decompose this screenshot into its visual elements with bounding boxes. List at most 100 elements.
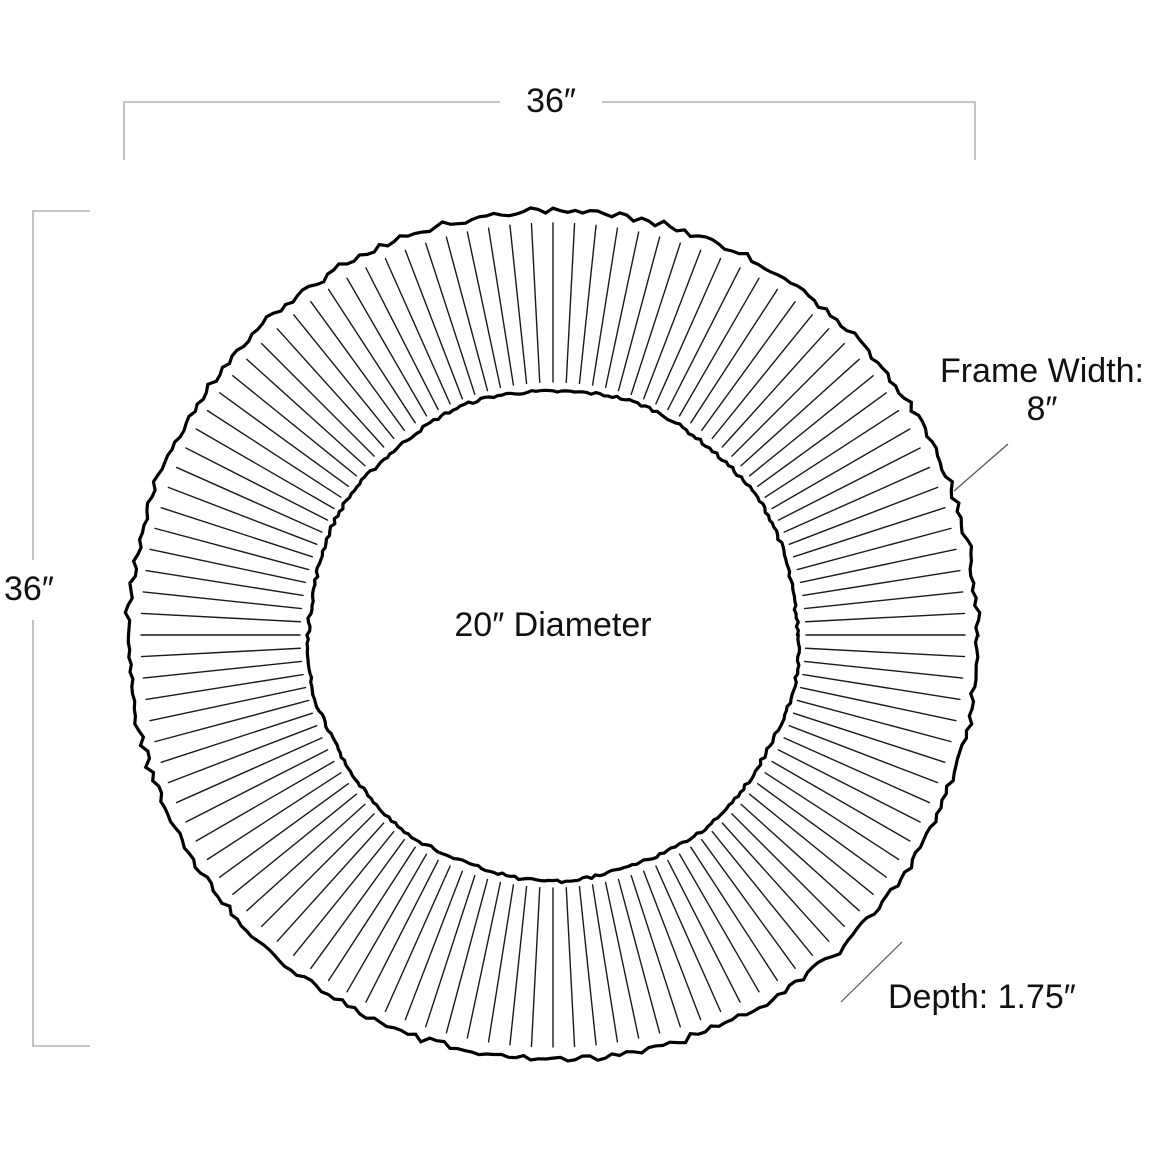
pleat-line — [721, 822, 830, 942]
pleat-line — [711, 314, 813, 440]
depth-leader-line — [840, 941, 903, 1003]
pleat-line — [771, 428, 911, 510]
pleat-line — [365, 859, 439, 1003]
frame-width-title: Frame Width: — [939, 352, 1145, 390]
pleat-line — [764, 772, 900, 861]
pleat-line — [445, 878, 489, 1034]
frame-outer-edge — [123, 206, 982, 1063]
pleat-line — [617, 878, 661, 1034]
pleat-line — [384, 257, 451, 405]
pleat-line — [771, 760, 911, 842]
pleat-line — [154, 527, 310, 571]
pleat-line — [803, 591, 964, 610]
pleat-line — [530, 222, 541, 384]
pleat-line — [701, 300, 796, 432]
pleat-line — [487, 884, 515, 1043]
pleat-line — [246, 358, 366, 467]
width-dimension-label: 36″ — [526, 82, 576, 120]
height-dimension-line-bottom — [32, 620, 90, 1047]
pleat-line — [748, 793, 874, 895]
pleat-line — [327, 288, 416, 424]
pleat-line — [466, 881, 502, 1039]
pleat-line — [565, 222, 576, 384]
pleat-line — [509, 224, 528, 385]
pleat-line — [604, 231, 640, 389]
frame-width-leader-line — [953, 443, 1009, 492]
pleat-line — [160, 712, 314, 764]
pleat-line — [565, 886, 576, 1048]
pleat-line — [799, 548, 957, 584]
pleat-line — [149, 686, 307, 722]
pleat-line — [731, 813, 846, 928]
pleat-line — [764, 409, 900, 498]
pleat-line — [630, 242, 682, 396]
pleat-line — [310, 838, 405, 970]
pleat-line — [424, 874, 476, 1028]
pleat-line — [487, 227, 515, 386]
pleat-line — [293, 830, 395, 956]
pleat-line — [578, 885, 597, 1046]
pleat-line — [788, 486, 939, 546]
pleat-line — [346, 277, 428, 417]
pleat-line — [185, 447, 329, 521]
pleat-line — [276, 328, 385, 448]
pleat-line — [154, 699, 310, 743]
pleat-line — [185, 749, 329, 823]
pleat-line — [260, 813, 375, 928]
pleat-line — [667, 267, 741, 411]
height-dimension-line-top — [32, 210, 90, 560]
frame-pleat-lines — [140, 222, 966, 1048]
dimension-lines — [32, 101, 976, 1047]
pleat-line — [145, 569, 304, 597]
pleat-line — [260, 342, 375, 457]
pleat-line — [218, 783, 350, 878]
pleat-line — [142, 660, 303, 679]
mirror-diameter-label: 20″ Diameter — [454, 606, 652, 644]
pleat-line — [509, 885, 528, 1046]
pleat-line — [404, 249, 464, 400]
pleat-line — [796, 527, 952, 571]
pleat-line — [578, 224, 597, 385]
pleat-line — [690, 288, 779, 424]
pleat-line — [293, 314, 395, 440]
frame-width-value: 8″ — [1026, 390, 1058, 429]
pleat-line — [777, 447, 921, 521]
pleat-line — [642, 249, 702, 400]
width-dimension-line-left — [123, 101, 500, 160]
pleat-line — [384, 865, 451, 1013]
pleat-line — [327, 846, 416, 982]
pleat-line — [195, 428, 335, 510]
pleat-line — [140, 612, 302, 623]
pleat-line — [748, 375, 874, 477]
pleat-line — [466, 231, 502, 389]
depth-annotation: Depth: 1.75″ — [888, 978, 1076, 1016]
pleat-line — [721, 328, 830, 448]
pleat-line — [149, 548, 307, 584]
pleat-line — [711, 830, 813, 956]
pleat-line — [740, 358, 860, 467]
pleat-line — [690, 846, 779, 982]
pleat-line — [617, 236, 661, 392]
leader-lines — [840, 443, 1009, 1003]
pleat-line — [783, 737, 931, 804]
pleat-line — [731, 342, 846, 457]
pleat-line — [167, 724, 318, 784]
pleat-line — [756, 783, 888, 878]
pleat-line — [804, 647, 966, 658]
pleat-line — [796, 699, 952, 743]
pleat-line — [804, 612, 966, 623]
width-dimension-line-right — [602, 101, 976, 160]
pleat-line — [218, 392, 350, 487]
pleat-line — [803, 660, 964, 679]
pleat-line — [604, 881, 640, 1039]
pleat-line — [445, 236, 489, 392]
pleat-line — [232, 793, 358, 895]
pleat-line — [678, 853, 760, 993]
pleat-line — [802, 569, 961, 597]
pleat-line — [655, 865, 722, 1013]
pleat-line — [365, 267, 439, 411]
pleat-line — [630, 874, 682, 1028]
pleat-line — [802, 673, 961, 701]
pleat-line — [799, 686, 957, 722]
